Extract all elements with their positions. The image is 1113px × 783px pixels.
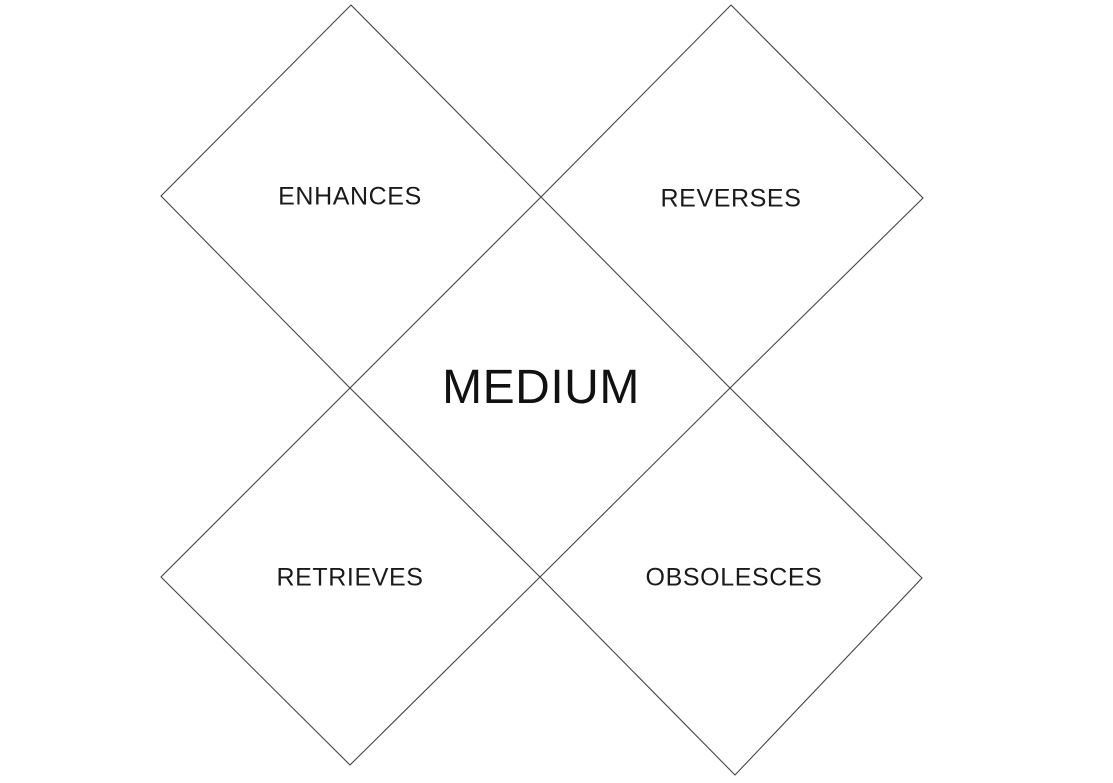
diamond-retrieves [161,388,540,765]
quadrant-label-obsolesces: OBSOLESCES [645,563,823,592]
diamond-obsolesces [540,388,922,775]
center-label-medium: MEDIUM [442,361,640,414]
quadrant-label-reverses: REVERSES [660,184,802,213]
quadrant-label-enhances: ENHANCES [278,182,422,211]
quadrant-label-retrieves: RETRIEVES [276,563,424,592]
